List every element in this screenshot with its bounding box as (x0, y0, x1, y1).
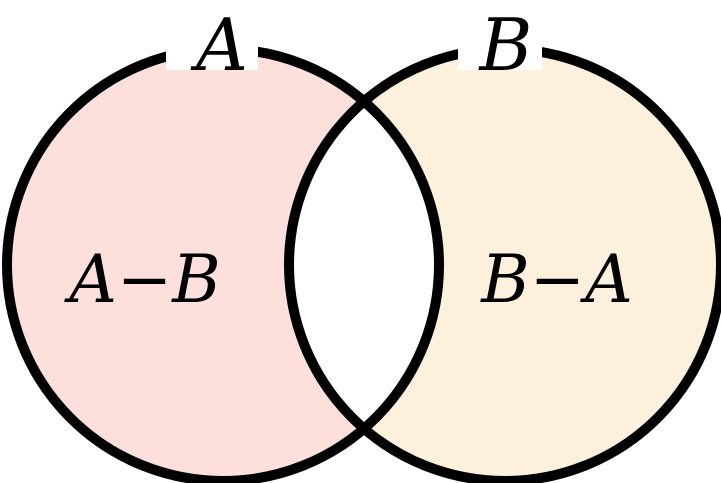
set-a-label: A (190, 3, 248, 87)
set-b-label: B (478, 3, 533, 87)
region-a-minus-b-label: A−B (63, 241, 220, 318)
intersection-region (289, 49, 439, 481)
label-b-gap (458, 30, 542, 70)
label-a-gap (166, 30, 258, 70)
region-b-minus-a-label: B−A (480, 241, 632, 318)
